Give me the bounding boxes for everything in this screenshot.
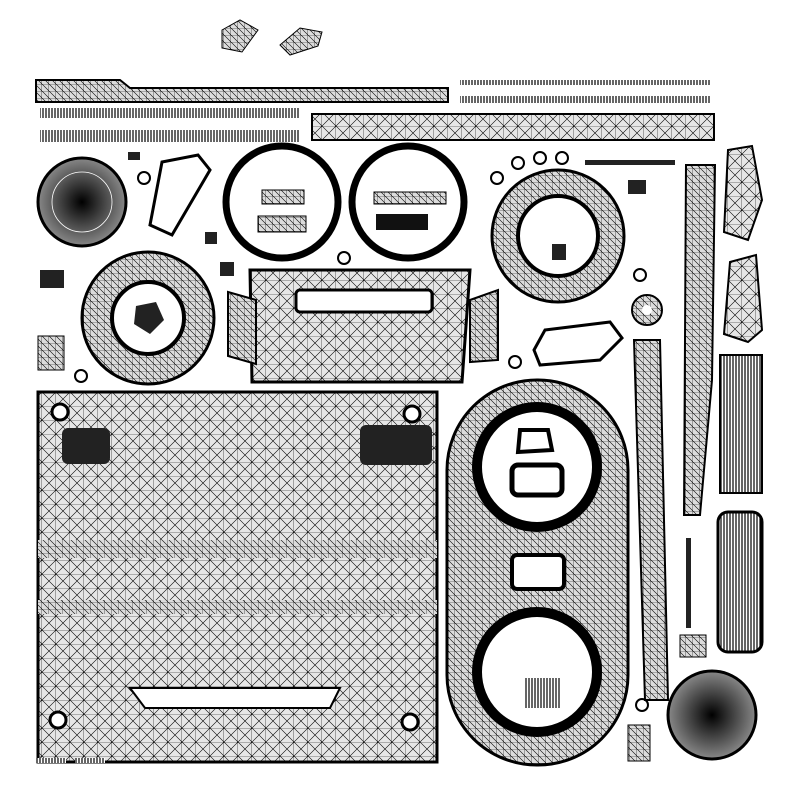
round-parts [36,142,758,761]
gauge-cluster-pill [445,378,630,767]
dash-piece [227,268,499,384]
side-strips [148,144,764,701]
panel-large [36,390,439,764]
small-parts [36,80,710,763]
top-strips [35,19,715,141]
